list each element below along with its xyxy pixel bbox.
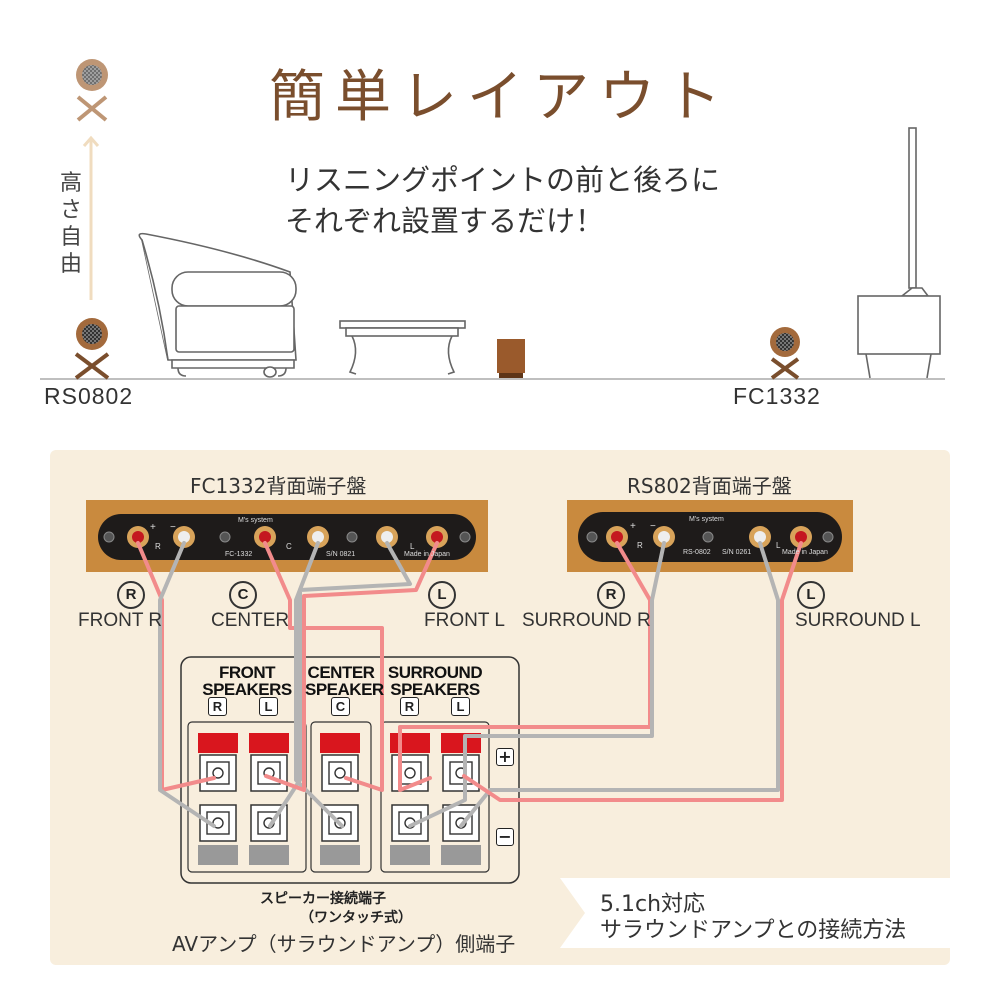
front-l-badge: L [428, 581, 456, 609]
rs-r-minus-mark: − [650, 521, 656, 532]
amp-front-r-badge: R [208, 697, 227, 716]
wire-front-l-minus [268, 541, 412, 828]
center-label: CENTER [211, 610, 290, 631]
amp-group-center: CENTER SPEAKER [305, 663, 384, 699]
fc-made-in-text: Made in Japan [404, 551, 450, 558]
front-l-label: FRONT L [424, 610, 505, 631]
wire-center-plus [263, 541, 384, 792]
fc-brand-text: M's system [238, 517, 273, 524]
subtitle-line1: リスニングポイントの前と後ろに [285, 163, 721, 197]
rs-serial-text: S/N 0261 [722, 549, 752, 556]
rs-ch-l-mark: L [776, 541, 781, 550]
wire-surround-l-plus [462, 541, 803, 802]
fc-terminal-plate [86, 500, 488, 572]
fc-ch-l-mark: L [410, 542, 415, 551]
amp-surround-r-badge: R [400, 697, 419, 716]
amp-group-surround-line1: SURROUND [387, 663, 483, 682]
amp-red-clips [198, 733, 481, 753]
amp-label-line1: スピーカー接続端子 [260, 891, 386, 907]
amp-group-front-line1: FRONT [218, 663, 276, 682]
rs-panel-title: RS802背面端子盤 [627, 474, 792, 498]
amp-surround-l-badge: L [451, 697, 470, 716]
fc-model-label: FC1332 [733, 383, 821, 409]
amp-group-center-line2: SPEAKER [305, 680, 384, 699]
subtitle-line2: それぞれ設置するだけ！ [285, 204, 605, 238]
amp-group-surround-line2: SPEAKERS [390, 680, 480, 699]
amp-group-surround: SURROUND SPEAKERS [378, 664, 492, 698]
fc-ch-c-mark: C [286, 542, 292, 551]
fc-binding-posts [127, 526, 448, 548]
plus-polarity-icon: + [496, 748, 514, 766]
amp-group-front-line2: SPEAKERS [202, 680, 292, 699]
subtitle: リスニングポイントの前と後ろに それぞれ設置するだけ！ [285, 160, 720, 242]
room-illustration [40, 59, 945, 380]
center-badge: C [229, 581, 257, 609]
fc-r-minus-mark: − [170, 522, 176, 533]
note-line2: サラウンドアンプとの接続方法 [600, 918, 907, 943]
rs-terminal-plate [567, 500, 853, 572]
rs-speaker-icon [74, 318, 110, 380]
height-arrow-icon [82, 135, 100, 300]
surround-r-badge: R [597, 581, 625, 609]
fc-ch-r-mark: R [155, 542, 161, 551]
small-box-icon [497, 339, 525, 378]
fc-r-plus-mark: + [150, 522, 156, 533]
rs-model-label: RS0802 [44, 383, 134, 409]
wire-surround-l-minus [459, 541, 780, 828]
surround-r-label: SURROUND R [522, 610, 651, 631]
amp-group-center-line1: CENTER [307, 663, 375, 682]
amp-terminal-board [180, 656, 520, 884]
note-tab [560, 878, 950, 948]
fc-model-text: FC-1332 [225, 551, 253, 558]
fc-serial-text: S/N 0821 [326, 551, 356, 558]
rs-r-plus-mark: + [630, 521, 636, 532]
front-r-badge: R [117, 581, 145, 609]
rs-binding-posts [606, 526, 812, 548]
wire-surround-r-minus [408, 541, 666, 828]
wire-center-minus [294, 541, 344, 828]
coffee-table-icon [339, 320, 466, 375]
amp-center-badge: C [331, 697, 350, 716]
minus-polarity-icon: − [496, 828, 514, 846]
surround-l-badge: L [797, 581, 825, 609]
amp-label-line3: AVアンプ（サラウンドアンプ）側端子 [172, 932, 516, 956]
rs-screw-icons [586, 531, 834, 543]
amp-group-front: FRONT SPEAKERS [188, 664, 306, 698]
amp-label-line2: （ワンタッチ式） [300, 910, 412, 926]
wire-front-l-plus [264, 541, 439, 792]
fc-screw-icons [103, 531, 471, 543]
fc-speaker-icon [770, 327, 800, 380]
page-title: 簡単レイアウト [269, 65, 731, 130]
amp-gray-clips [198, 845, 481, 865]
rs-brand-text: M's system [689, 516, 724, 523]
amp-front-l-badge: L [259, 697, 278, 716]
raised-speaker-icon [76, 59, 108, 122]
wire-front-r-minus [158, 541, 216, 828]
speaker-wires [136, 541, 803, 828]
amp-plus-sockets [199, 754, 480, 792]
armchair-icon [138, 232, 297, 378]
rs-ch-r-mark: R [637, 541, 643, 550]
wire-surround-r-plus [398, 541, 652, 792]
rs-made-in-text: Made in Japan [782, 549, 828, 556]
surround-l-label: SURROUND L [795, 610, 921, 631]
fc-panel-title: FC1332背面端子盤 [190, 474, 367, 498]
note-line1: 5.1ch対応 [600, 892, 706, 917]
rs-model-text: RS-0802 [683, 549, 711, 556]
height-free-label: 高さ自由 [59, 171, 82, 277]
amp-minus-sockets [199, 804, 480, 842]
front-r-label: FRONT R [78, 610, 163, 631]
tv-stand-icon [857, 127, 941, 379]
